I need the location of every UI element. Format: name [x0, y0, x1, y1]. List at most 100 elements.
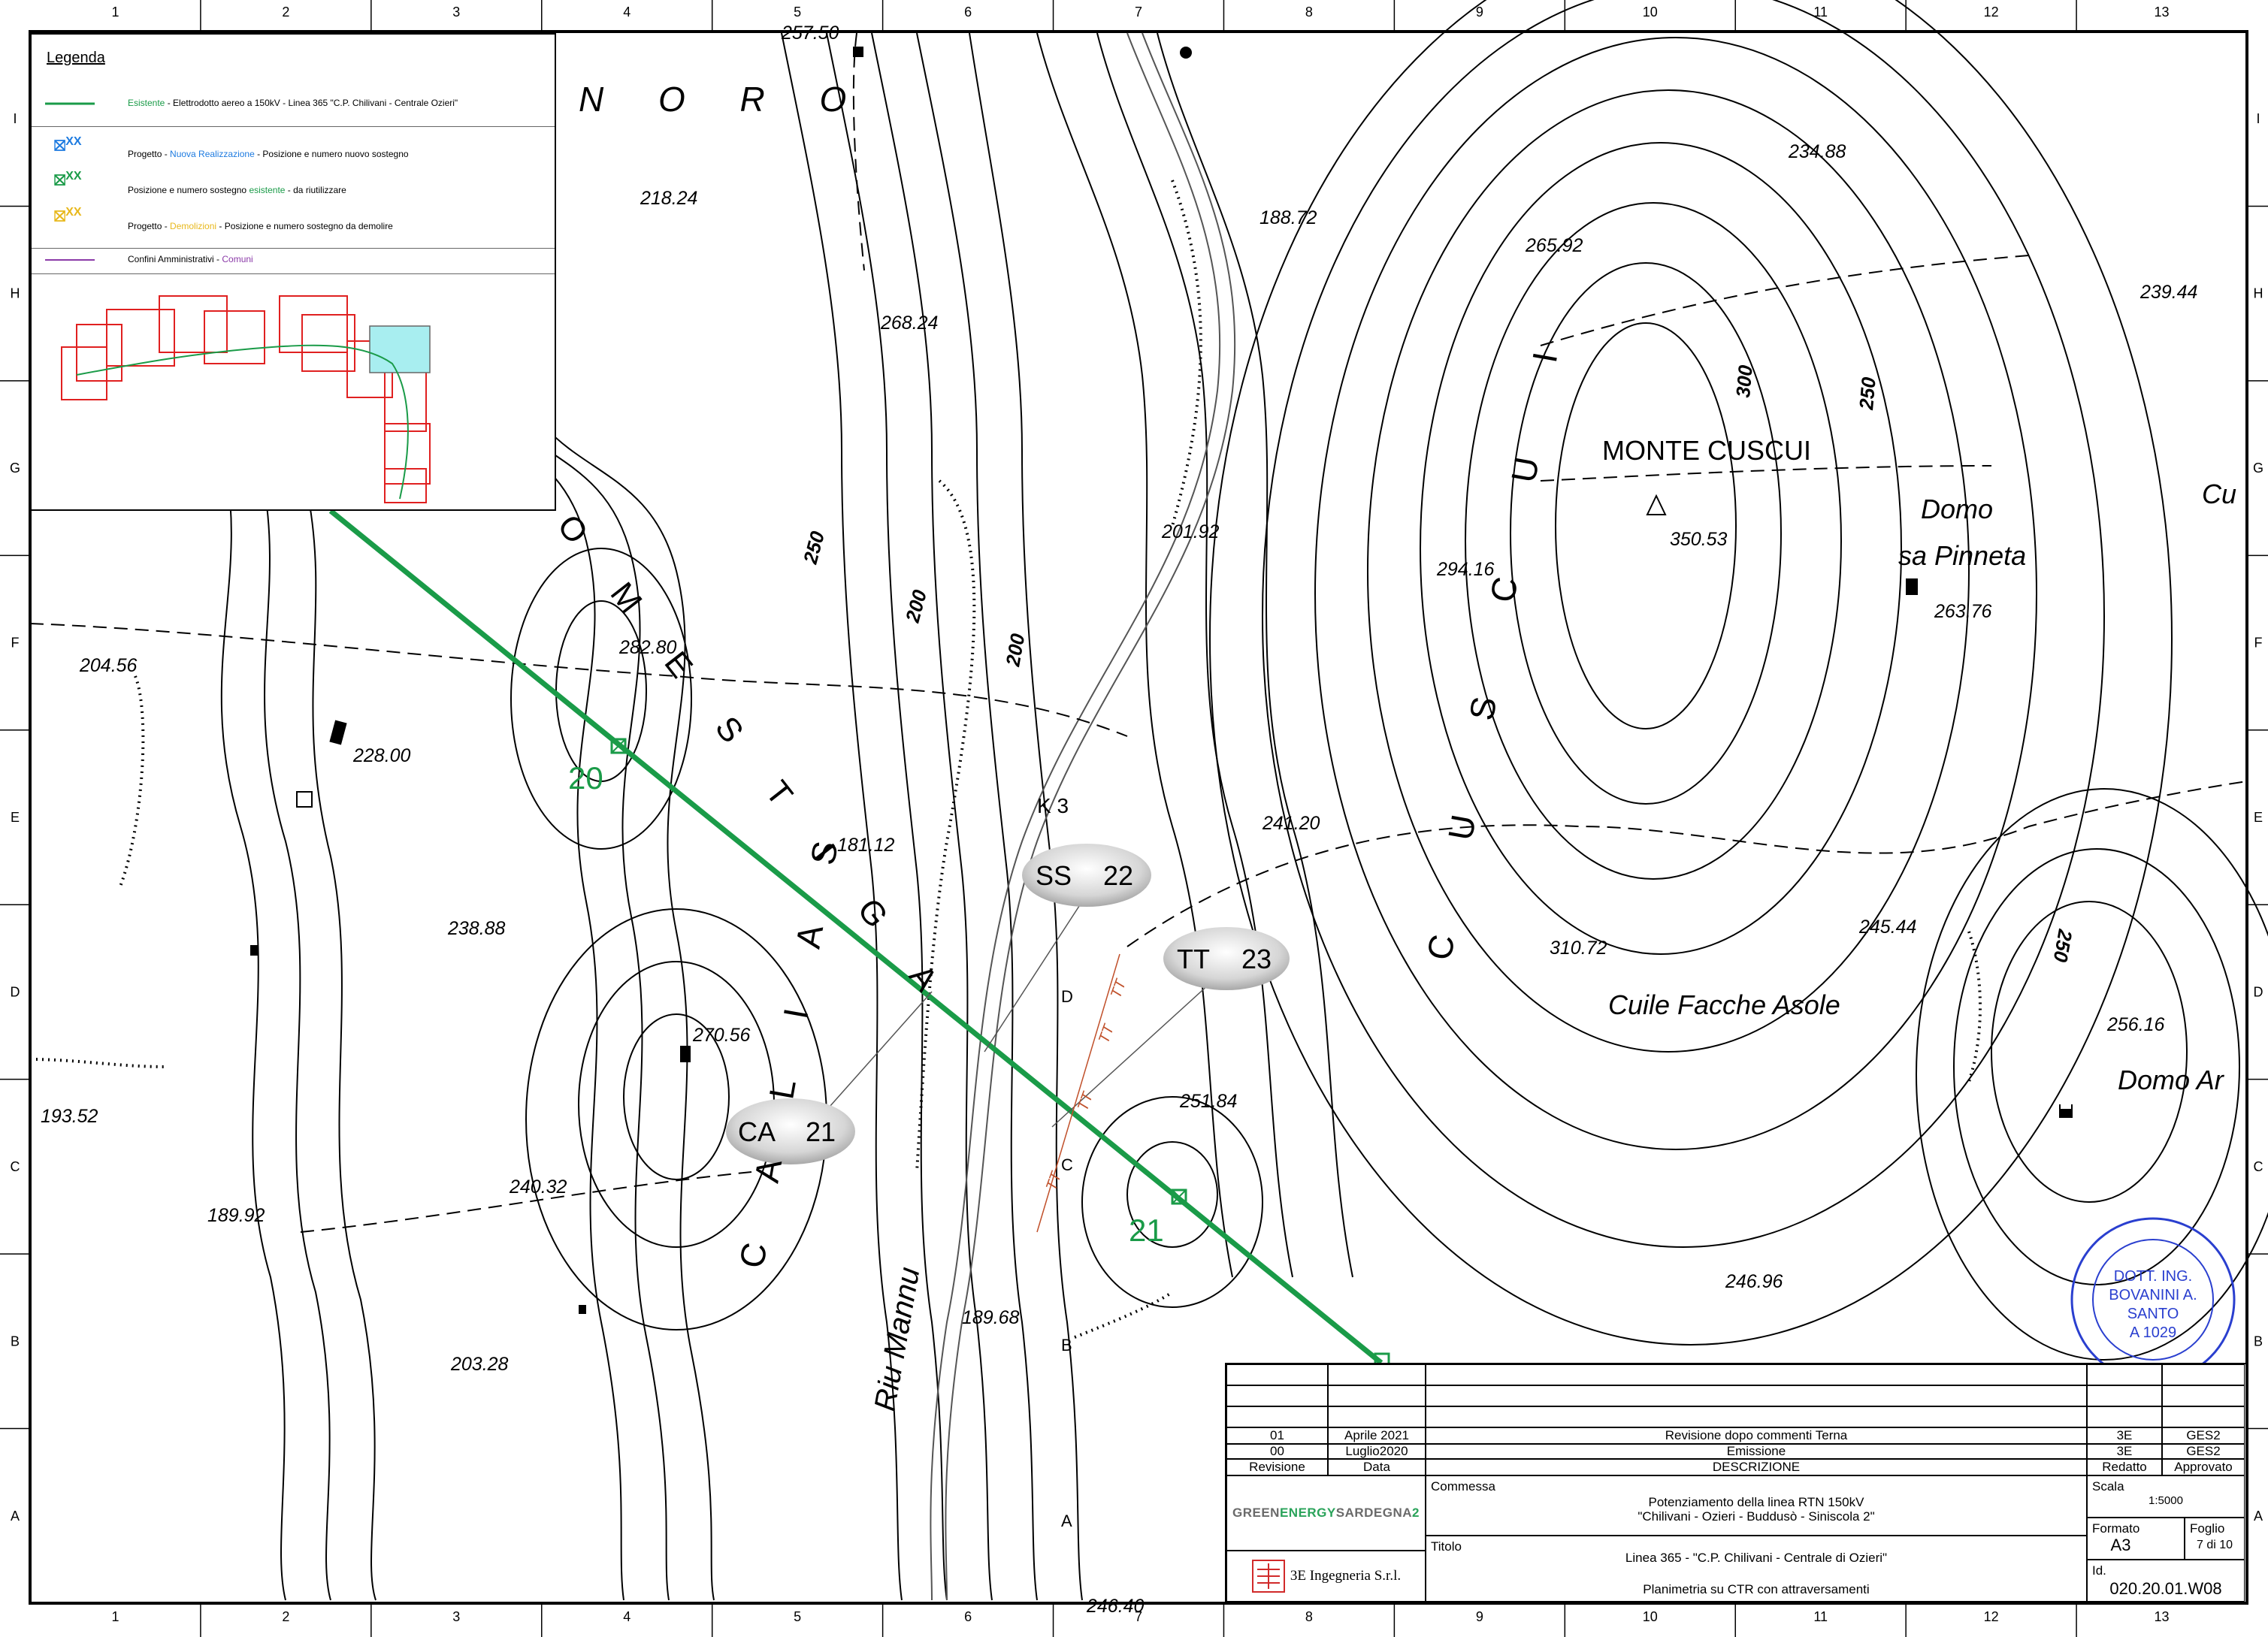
map-label: B	[1061, 1336, 1072, 1355]
rev-approved: GES2	[2162, 1427, 2245, 1444]
place-domo: Domo	[1921, 494, 1993, 524]
scarp-hachures	[29, 180, 1982, 1339]
spot-height: 282.80	[618, 637, 677, 658]
formato-value: A3	[2110, 1536, 2131, 1554]
spot-height: 241.20	[1262, 813, 1320, 834]
commessa-cell: Commessa Potenziamento della linea RTN 1…	[1426, 1475, 2087, 1536]
header-redatto: Redatto	[2087, 1459, 2162, 1475]
grid-column-label: 1	[111, 1609, 119, 1624]
crossing-leaders	[811, 901, 1218, 1128]
grid-row-label: A	[2254, 1509, 2263, 1524]
header-descrizione: DESCRIZIONE	[1426, 1459, 2087, 1475]
legend-panel: Legenda Esistente - Elettrodotto aereo a…	[30, 33, 556, 511]
map-label-k3: K 3	[1037, 794, 1069, 817]
grid-column-label: 5	[794, 5, 801, 20]
bubble-number: 23	[1241, 944, 1272, 974]
legend-highlight: esistente	[249, 185, 286, 195]
rev-description: Emissione	[1426, 1444, 2087, 1459]
formato-cell: Formato A3	[2087, 1518, 2185, 1560]
legend-item-demolish-tower: Progetto - Demolizioni - Posizione e num…	[128, 221, 393, 231]
grid-row-label: G	[2253, 461, 2263, 476]
spot-height: 181.12	[837, 835, 895, 856]
spot-height: 256.16	[2106, 1014, 2165, 1035]
scala-label: Scala	[2092, 1479, 2124, 1494]
spot-height: 239.44	[2139, 282, 2197, 303]
spot-height: 201.92	[1161, 521, 1220, 542]
spot-height: 270.56	[692, 1025, 751, 1046]
client-logo: GREENENERGYSARDEGNA2	[1226, 1475, 1426, 1551]
legend-text: - Elettrodotto aereo a 150kV - Linea 365…	[165, 98, 458, 108]
contour-label: 300	[1731, 364, 1757, 398]
key-map-inset	[61, 295, 431, 503]
place-cuile-facche-asole: Cuile Facche Asole	[1608, 989, 1840, 1020]
grid-row-label: H	[11, 286, 20, 301]
place-sa-pinneta: sa Pinneta	[1898, 540, 2026, 571]
spot-height: 294.16	[1436, 559, 1495, 580]
map-label: C	[1061, 1155, 1073, 1174]
grid-column-label: 2	[282, 5, 289, 20]
grid-row-label: F	[11, 636, 20, 651]
map-frame	[29, 30, 2248, 1605]
grid-row-label: I	[13, 111, 17, 126]
titolo-label: Titolo	[1431, 1539, 1462, 1554]
header-approvato: Approvato	[2162, 1459, 2245, 1475]
spot-height: 228.00	[352, 745, 411, 766]
place-monte-cuscui: MONTE CUSCUI	[1602, 435, 1811, 466]
grid-column-label: 3	[452, 5, 460, 20]
grid-row-label: C	[11, 1159, 20, 1174]
title-block: 01 Aprile 2021 Revisione dopo commenti T…	[1225, 1363, 2247, 1603]
blue-tower-icon: ⛝XX	[54, 135, 82, 155]
foglio-value: 7 di 10	[2196, 1539, 2233, 1551]
grid-column-label: 8	[1305, 5, 1313, 20]
engineer-stamp: DOTT. ING. BOVANINI A. SANTO A 1029	[2070, 1217, 2236, 1382]
legend-highlight: Nuova Realizzazione	[170, 149, 255, 159]
grid-column-label: 3	[452, 1609, 460, 1624]
tower-21-icon	[1171, 1188, 1187, 1205]
stamp-line: DOTT. ING.	[2114, 1268, 2192, 1285]
id-label: Id.	[2092, 1563, 2106, 1578]
green-line-symbol	[45, 102, 95, 105]
river-riu-mannu	[930, 32, 1236, 1601]
road-crossing-lines	[1036, 953, 1120, 1233]
scala-value: 1:5000	[2149, 1494, 2183, 1507]
grid-column-label: 5	[794, 1609, 801, 1624]
scala-cell: Scala 1:5000	[2087, 1475, 2245, 1518]
header-revisione: Revisione	[1226, 1459, 1328, 1475]
map-label: A	[1061, 1512, 1072, 1530]
grid-row-label: B	[11, 1333, 20, 1349]
grid-row-label: D	[11, 984, 20, 999]
legend-text: - Posizione e numero sostegno da demolir…	[216, 221, 393, 231]
foglio-cell: Foglio 7 di 10	[2185, 1518, 2245, 1560]
grid-column-label: 13	[2155, 1609, 2170, 1624]
spot-height: 193.52	[41, 1106, 98, 1127]
company-logo: 3E Ingegneria S.r.l.	[1226, 1551, 1426, 1602]
commessa-line: "Chilivani - Ozieri - Buddusò - Siniscol…	[1637, 1509, 1875, 1524]
legend-prefix: Posizione e numero sostegno	[128, 185, 249, 195]
grid-column-label: 7	[1135, 1609, 1142, 1624]
spot-height: 263.76	[1934, 601, 1992, 622]
logo-part: ENERGY	[1279, 1506, 1336, 1520]
spot-height: 188.72	[1259, 207, 1317, 228]
logo-part: SARDEGNA	[1335, 1506, 1413, 1520]
triangulation-point	[296, 494, 1667, 808]
company-logo-icon	[1251, 1560, 1285, 1593]
grid-row-label: B	[2254, 1333, 2263, 1349]
rev-number: 01	[1226, 1427, 1328, 1444]
formato-label: Formato	[2092, 1521, 2140, 1536]
legend-prefix: Progetto -	[128, 221, 171, 231]
titolo-line: Linea 365 - "C.P. Chilivani - Centrale d…	[1625, 1551, 1888, 1565]
rev-drawn: 3E	[2087, 1444, 2162, 1459]
spot-height: 257.50	[781, 23, 839, 44]
legend-item-existing-line: Esistente - Elettrodotto aereo a 150kV -…	[128, 98, 458, 108]
grid-column-label: 6	[964, 5, 972, 20]
legend-text: - Posizione e numero nuovo sostegno	[254, 149, 409, 159]
grid-column-label: 1	[111, 5, 119, 20]
grid-column-label: 4	[623, 5, 631, 20]
tower-label-21: 21	[1129, 1213, 1164, 1248]
bubble-number: 21	[806, 1116, 836, 1147]
grid-column-label: 9	[1476, 5, 1483, 20]
grid-row-label: H	[2254, 286, 2263, 301]
grid-column-label: 2	[282, 1609, 289, 1624]
legend-text: - da riutilizzare	[285, 185, 346, 195]
